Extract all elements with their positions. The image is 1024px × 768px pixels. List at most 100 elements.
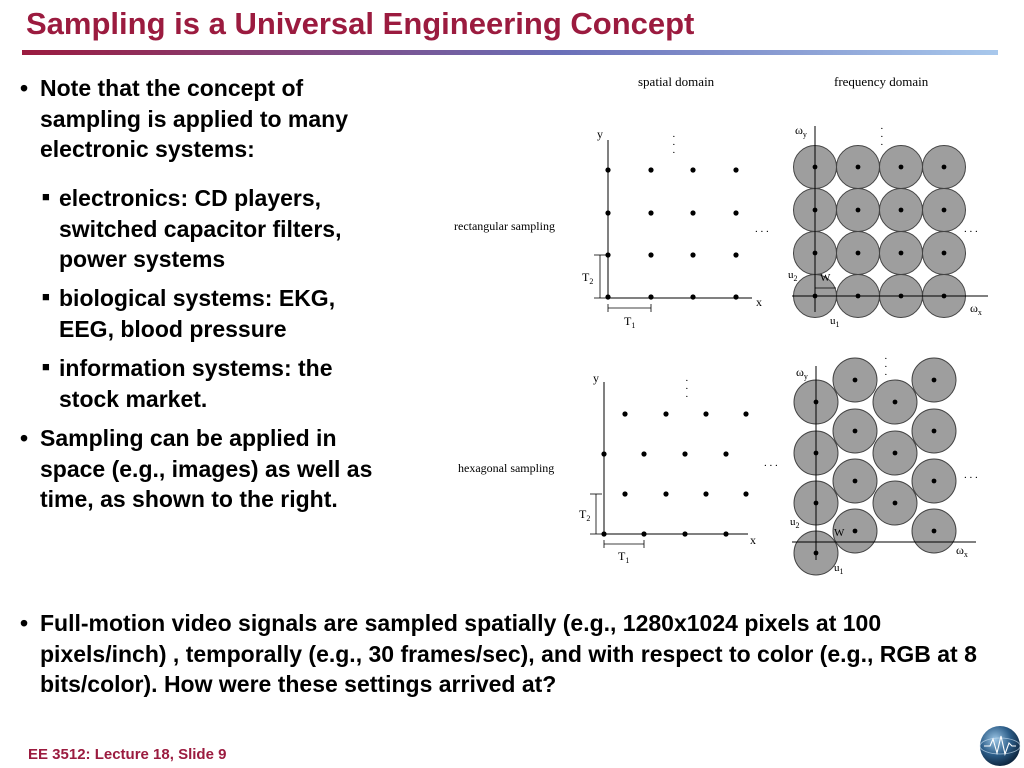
vertical-ellipsis: · — [672, 139, 676, 151]
rect-t2-label: T2 — [582, 270, 593, 286]
hex-sampling-label: hexagonal sampling — [458, 461, 554, 475]
sample-point — [663, 411, 669, 417]
sample-point — [601, 451, 607, 457]
vertical-ellipsis: · — [685, 375, 689, 387]
sample-point — [605, 294, 611, 300]
slide-footer: EE 3512: Lecture 18, Slide 9 — [28, 746, 227, 763]
hex-t1-label: T1 — [618, 549, 629, 565]
vertical-ellipsis: · — [880, 131, 884, 143]
vertical-ellipsis: · — [672, 131, 676, 143]
bullet-sampling-applied: • Note that the concept of sampling is a… — [20, 73, 400, 165]
bullet-space-time: • Sampling can be applied in space (e.g.… — [20, 423, 400, 515]
rect-freq-ellipsis: . . . — [964, 223, 978, 235]
disc-center — [892, 399, 898, 405]
disc-center — [852, 428, 858, 434]
bullet-text: Full-motion video signals are sampled sp… — [40, 610, 977, 697]
sample-point — [601, 531, 607, 537]
sample-point — [622, 411, 628, 417]
sample-point — [605, 210, 611, 216]
sample-point — [641, 451, 647, 457]
rect-spatial-ellipsis: . . . — [755, 223, 769, 235]
rect-sampling-label: rectangular sampling — [454, 219, 555, 233]
rect-w-label: W — [820, 272, 831, 284]
vertical-ellipsis: · — [672, 147, 676, 159]
square-bullet-icon: ■ — [42, 359, 50, 374]
sample-point — [743, 491, 749, 497]
rect-sample-points — [605, 167, 739, 300]
disc-center — [898, 207, 904, 213]
sample-point — [648, 294, 654, 300]
sample-point — [648, 210, 654, 216]
disc-center — [931, 377, 937, 383]
disc-center — [852, 478, 858, 484]
sample-point — [743, 411, 749, 417]
rect-spatial-panel: rectangular sampling y x · · · . . . T2 … — [454, 127, 769, 330]
bullet-video-signals: • Full-motion video signals are sampled … — [20, 608, 1000, 700]
sample-point — [663, 491, 669, 497]
disc-center — [898, 250, 904, 256]
vertical-ellipsis: · — [880, 139, 884, 151]
slide-title: Sampling is a Universal Engineering Conc… — [26, 6, 695, 41]
rect-u1-label: u1 — [830, 315, 840, 329]
hex-wx-label: ωx — [956, 543, 968, 559]
square-bullet-icon: ■ — [42, 289, 50, 304]
sample-point — [690, 294, 696, 300]
subbullet-text: information systems: the stock market. — [59, 355, 333, 412]
hex-u1-label: u1 — [834, 562, 844, 576]
rect-u2-label: u2 — [788, 269, 798, 283]
rect-frequency-panel: ωy ωx · · · . . . u2 W u1 — [788, 123, 988, 329]
sample-point — [622, 491, 628, 497]
disc-center — [931, 478, 937, 484]
rect-spectral-discs — [793, 145, 966, 318]
hex-sample-points — [601, 411, 749, 537]
sample-point — [723, 451, 729, 457]
subbullet-text: biological systems: EKG, EEG, blood pres… — [59, 285, 336, 342]
subbullet-information: ■ information systems: the stock market. — [42, 353, 389, 414]
title-divider — [22, 50, 998, 55]
sample-point — [690, 252, 696, 258]
disc-center — [855, 207, 861, 213]
rect-wy-label: ωy — [795, 123, 807, 139]
sample-point — [690, 210, 696, 216]
sample-point — [733, 252, 739, 258]
vertical-ellipsis: · — [880, 123, 884, 135]
disc-center — [898, 164, 904, 170]
disc-center — [855, 250, 861, 256]
hex-w-label: W — [834, 527, 845, 539]
bullet-text: Note that the concept of sampling is app… — [40, 75, 349, 162]
hex-u2-label: u2 — [790, 516, 800, 530]
rect-y-label: y — [597, 127, 603, 141]
hex-frequency-panel: ωy ωx · · · . . . u2 W u1 — [790, 353, 978, 576]
vertical-ellipsis: · — [884, 353, 888, 365]
bullet-dot-icon: • — [20, 425, 29, 451]
disc-center — [931, 528, 937, 534]
disc-center — [892, 450, 898, 456]
bullet-dot-icon: • — [20, 75, 29, 101]
hex-x-label: x — [750, 533, 756, 547]
hex-spatial-panel: hexagonal sampling y x · · · . . . T2 T1 — [458, 371, 778, 565]
sample-point — [733, 294, 739, 300]
sample-point — [733, 167, 739, 173]
sample-point — [648, 252, 654, 258]
disc-center — [855, 164, 861, 170]
sample-point — [703, 411, 709, 417]
subbullet-biological: ■ biological systems: EKG, EEG, blood pr… — [42, 283, 389, 344]
sample-point — [648, 167, 654, 173]
rect-x-label: x — [756, 295, 762, 309]
spatial-domain-header: spatial domain — [638, 74, 715, 89]
sample-point — [723, 531, 729, 537]
rect-t1-label: T1 — [624, 314, 635, 330]
disc-center — [852, 377, 858, 383]
frequency-domain-header: frequency domain — [834, 74, 929, 89]
hex-t2-label: T2 — [579, 507, 590, 523]
disc-center — [931, 428, 937, 434]
sample-point — [682, 451, 688, 457]
hex-y-label: y — [593, 371, 599, 385]
sample-point — [641, 531, 647, 537]
vertical-ellipsis: · — [685, 391, 689, 403]
sample-point — [703, 491, 709, 497]
sampling-diagram: spatial domain frequency domain rectangu… — [454, 74, 988, 576]
disc-center — [892, 500, 898, 506]
subbullet-electronics: ■ electronics: CD players, switched capa… — [42, 183, 389, 275]
hex-spatial-ellipsis: . . . — [764, 457, 778, 469]
